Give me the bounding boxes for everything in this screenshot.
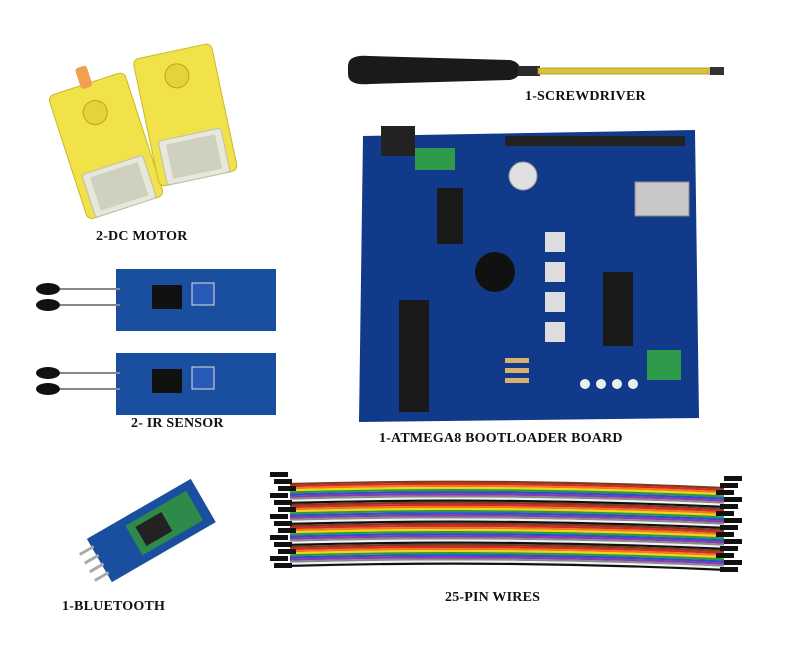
ir-sensor-label: 2- IR SENSOR [131, 416, 224, 431]
connector-right [716, 511, 734, 516]
wire-strand [289, 510, 725, 519]
wire-strand [289, 497, 725, 506]
connector-right [724, 518, 742, 523]
wire-strand [289, 558, 725, 567]
wire-strand [289, 499, 725, 508]
wire-strand [289, 528, 725, 538]
wire-strand [289, 518, 725, 527]
connector-right [720, 483, 738, 488]
board-label: 1-ATMEGA8 BOOTLOADER BOARD [379, 431, 623, 446]
wire-strand [289, 522, 725, 532]
connector-left [278, 486, 296, 491]
connector-left [274, 542, 292, 547]
connector-left [274, 500, 292, 505]
wire-strand [289, 547, 725, 557]
connector-left [278, 549, 296, 554]
connector-left [270, 535, 288, 540]
jumper-wires-image [268, 462, 746, 584]
wire-strand [289, 505, 725, 515]
connector-left [274, 479, 292, 484]
wire-strand [289, 531, 725, 540]
wire-strand [289, 491, 725, 500]
wire-strand [289, 526, 725, 536]
wire-strand [289, 482, 725, 492]
wire-strand [289, 560, 725, 569]
wire-strand [289, 545, 725, 555]
wire-strand [289, 537, 725, 546]
wire-strand [289, 507, 725, 517]
connector-right [724, 497, 742, 502]
connector-right [724, 539, 742, 544]
wires-label: 25-PIN WIRES [445, 590, 541, 605]
atmega8-board-image [355, 122, 707, 428]
dc-motor-label: 2-DC MOTOR [96, 229, 188, 244]
connector-right [716, 553, 734, 558]
wire-strand [289, 501, 725, 511]
connector-right [720, 567, 738, 572]
wire-strand [289, 535, 725, 544]
screwdriver-label: 1-SCREWDRIVER [525, 89, 646, 104]
wire-strand [289, 554, 725, 563]
connector-left [274, 521, 292, 526]
connector-right [720, 546, 738, 551]
connector-right [716, 490, 734, 495]
wire-strand [289, 541, 725, 550]
wire-strand [289, 486, 725, 496]
dc-motor-image [44, 28, 254, 228]
wire-strand [289, 556, 725, 565]
wire-strand [289, 512, 725, 521]
wire-strand [289, 533, 725, 542]
connector-left [274, 563, 292, 568]
connector-right [720, 525, 738, 530]
wire-strand [289, 539, 725, 548]
wire-strand [289, 514, 725, 523]
ir-sensor-image [30, 265, 280, 415]
connector-right [724, 560, 742, 565]
connector-right [724, 476, 742, 481]
wire-strand [289, 520, 725, 529]
wire-strand [289, 562, 725, 571]
wire-strand [289, 503, 725, 513]
screwdriver-image [340, 44, 730, 94]
connector-left [270, 472, 288, 477]
wire-strand [289, 495, 725, 504]
connector-left [278, 528, 296, 533]
bluetooth-label: 1-BLUETOOTH [62, 599, 166, 614]
connector-left [270, 493, 288, 498]
connector-left [278, 507, 296, 512]
wire-strand [289, 489, 725, 498]
wire-strand [289, 524, 725, 534]
wire-strand [289, 480, 725, 490]
connector-left [270, 556, 288, 561]
bluetooth-module-image [62, 468, 232, 598]
wire-strand [289, 516, 725, 525]
connector-right [720, 504, 738, 509]
wire-strand [289, 484, 725, 494]
connector-left [270, 514, 288, 519]
wire-strand [289, 549, 725, 559]
connector-right [716, 532, 734, 537]
wire-strand [289, 493, 725, 502]
wire-strand [289, 543, 725, 553]
wire-strand [289, 552, 725, 561]
